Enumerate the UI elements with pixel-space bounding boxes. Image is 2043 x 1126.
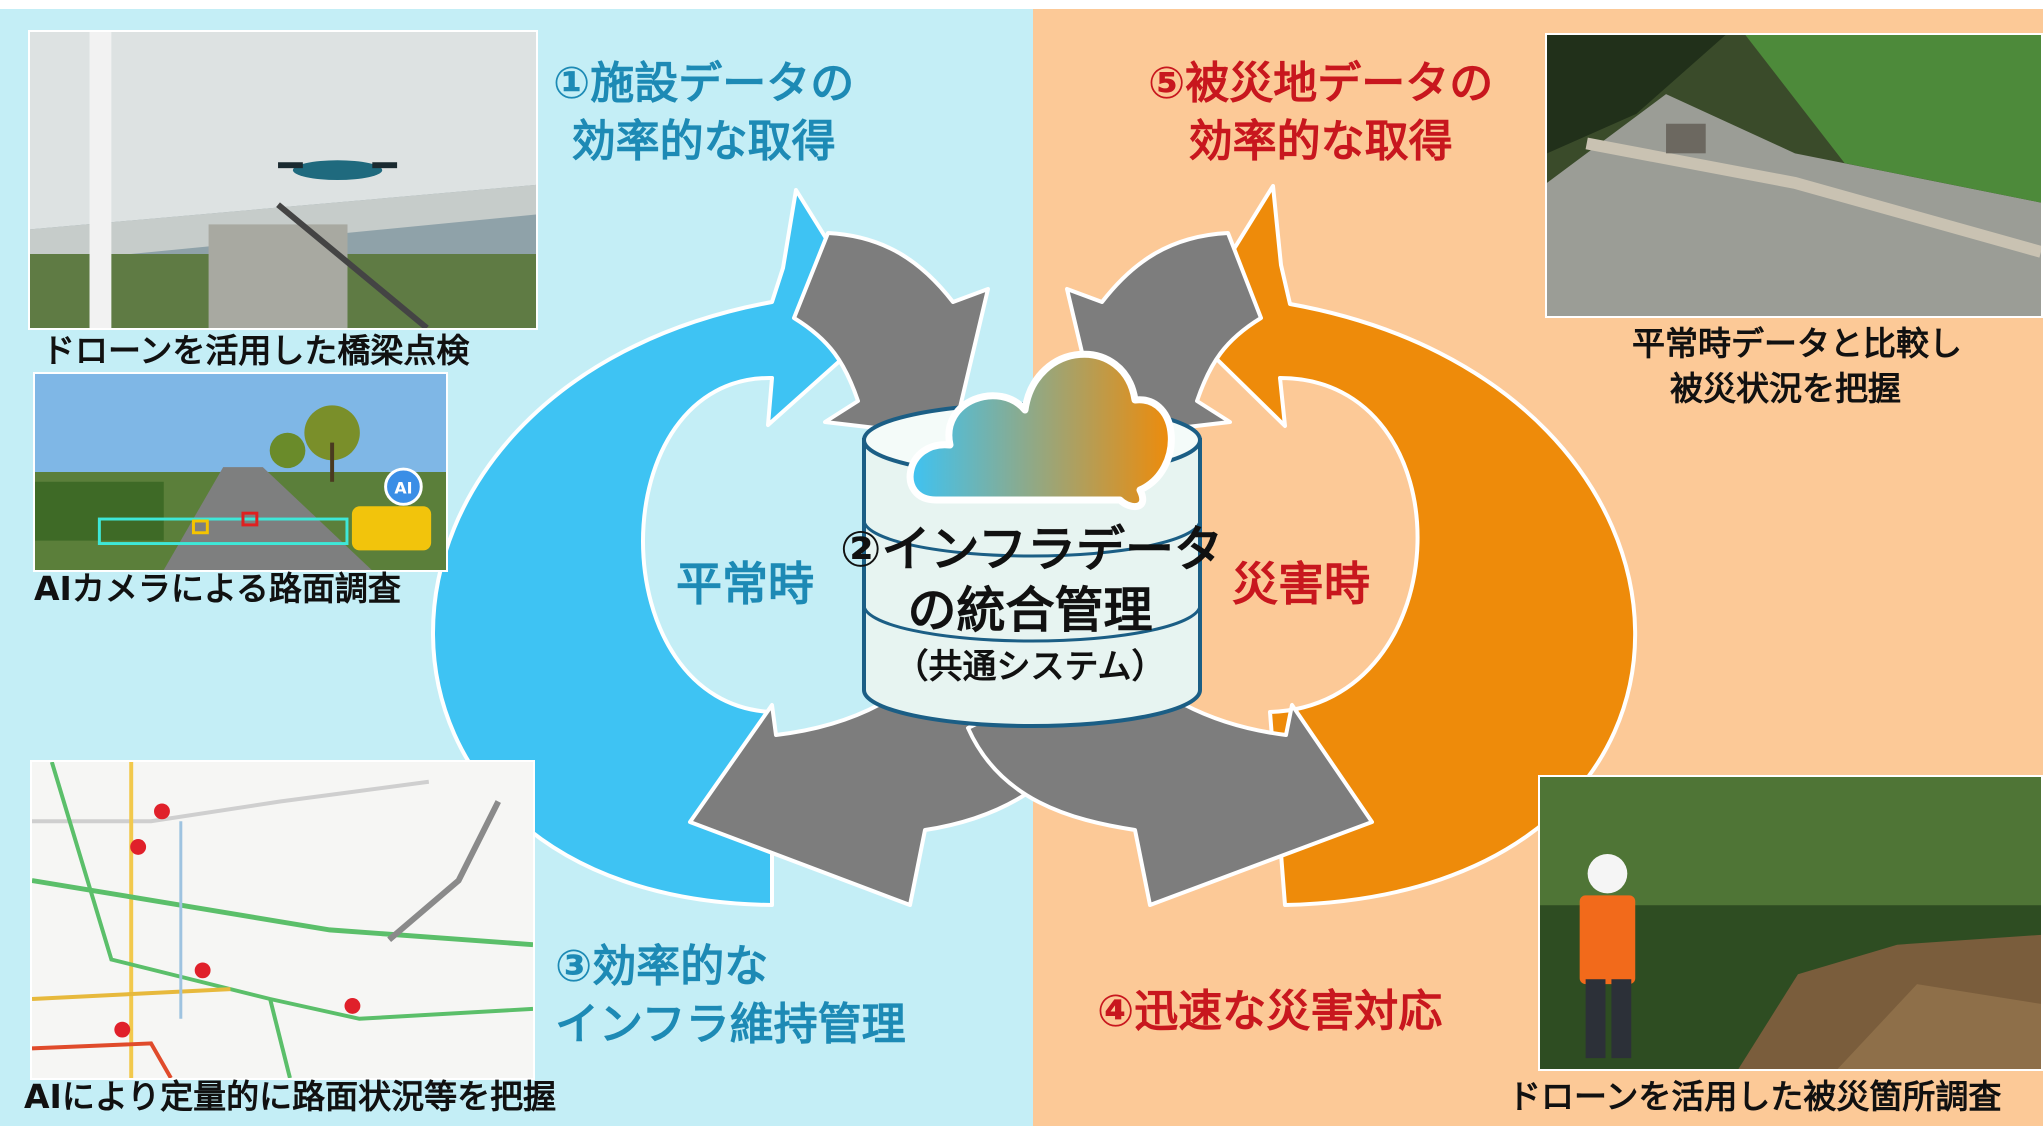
integrated-management-label: ②インフラデータ の統合管理 （共通システム）: [840, 520, 1223, 692]
disaster-time-label: 災害時: [1232, 557, 1370, 611]
step3-title: ③効率的な インフラ維持管理: [555, 938, 906, 1054]
road-condition-map: [30, 760, 535, 1080]
step3-line1: ③効率的な: [555, 941, 769, 992]
center-subtitle: （共通システム）: [894, 647, 1166, 687]
step1-line1: ①施設データの: [553, 58, 855, 109]
road-survey-caption: AIカメラによる路面調査: [34, 569, 401, 608]
step5-line1: ⑤被災地データの: [1148, 58, 1494, 109]
road-condition-map-caption: AIにより定量的に路面状況等を把握: [24, 1077, 557, 1116]
center-title-line1: ②インフラデータ: [840, 521, 1224, 578]
step5-line2: 効率的な取得: [1188, 116, 1453, 167]
disaster-terrain-caption-line1: 平常時データと比較し: [1632, 324, 1962, 363]
step3-line2: インフラ維持管理: [555, 999, 906, 1050]
step5-title: ⑤被災地データの 効率的な取得: [1148, 55, 1493, 171]
bridge-inspection-caption: ドローンを活用した橋梁点検: [42, 331, 470, 370]
disaster-site-caption: ドローンを活用した被災箇所調査: [1508, 1077, 2002, 1116]
bridge-inspection-photo: [28, 30, 538, 330]
gray-arrow-to-center-left: [792, 231, 990, 439]
step4-line1: ④迅速な災害対応: [1097, 986, 1443, 1037]
normal-time-label: 平常時: [676, 557, 814, 611]
disaster-terrain-caption-line2: 被災状況を把握: [1670, 369, 1901, 408]
center-title-line2: の統合管理: [907, 582, 1153, 639]
disaster-terrain-photo: [1545, 33, 2043, 318]
road-ai-badge: AI: [394, 479, 412, 498]
road-survey-photo: AI: [33, 372, 448, 572]
step1-title: ①施設データの 効率的な取得: [553, 55, 854, 171]
cloud-icon: [906, 350, 1175, 510]
step4-title: ④迅速な災害対応: [1097, 983, 1442, 1041]
disaster-site-photo: [1538, 775, 2043, 1071]
step1-line2: 効率的な取得: [571, 116, 836, 167]
